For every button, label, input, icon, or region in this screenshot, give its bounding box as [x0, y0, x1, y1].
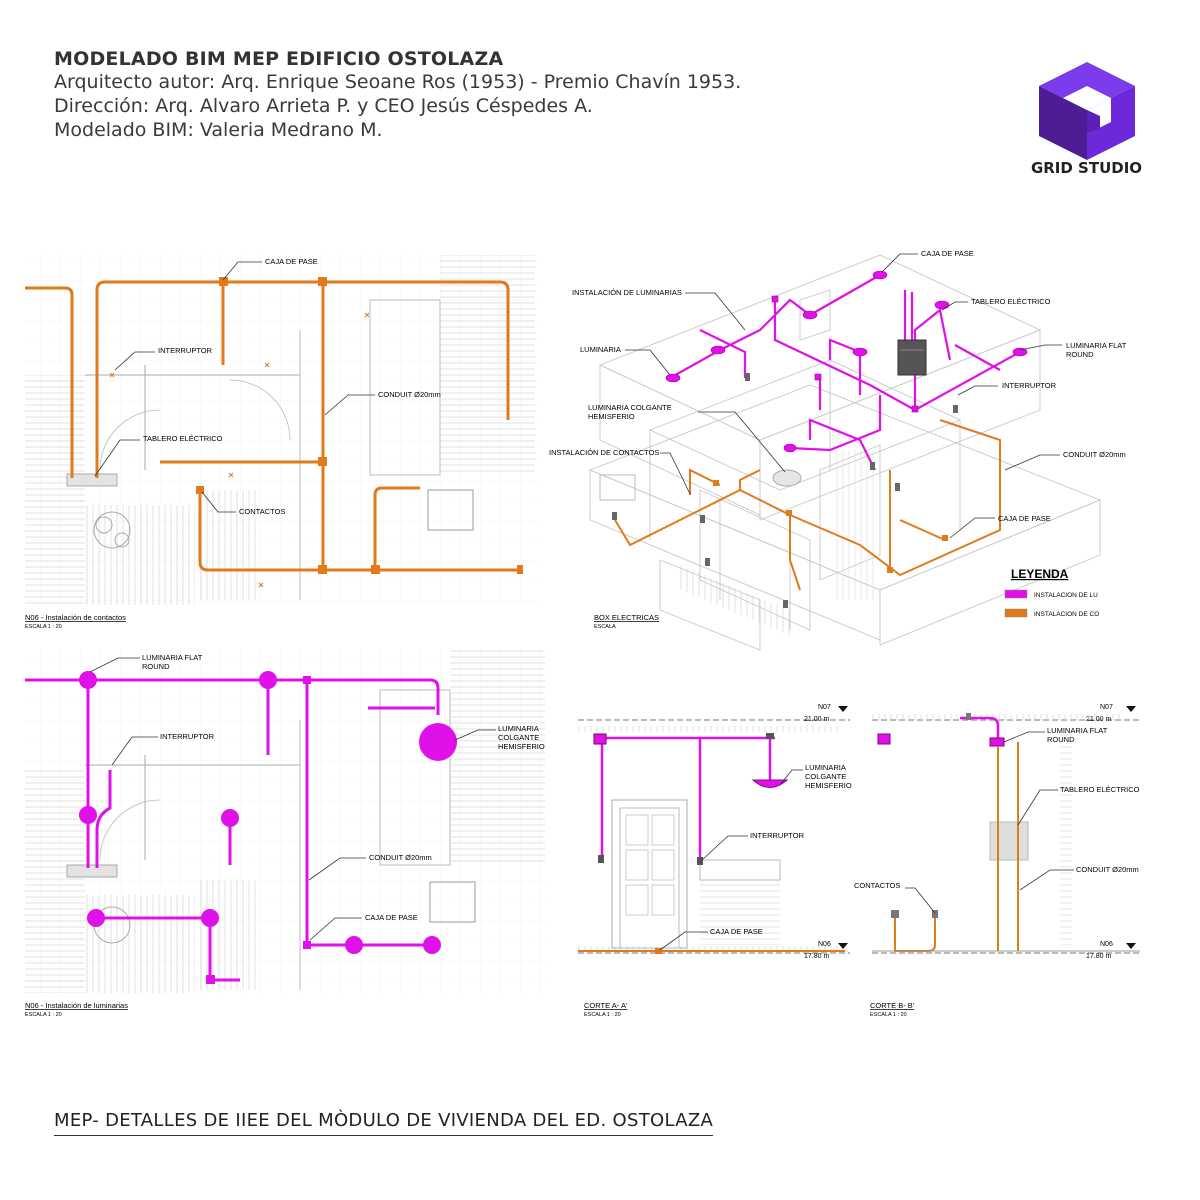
iso-label-flat-1: LUMINARIA FLAT — [1066, 341, 1127, 350]
iso-label-caja-top: CAJA DE PASE — [921, 249, 974, 258]
label-contactos: CONTACTOS — [239, 507, 285, 516]
corte-b-label-conduit: CONDUIT Ø20mm — [1076, 865, 1139, 874]
legend-item-lighting: INSTALACION DE LU — [1034, 592, 1098, 599]
corte-b-level-bot-value: 17.80 m — [1086, 953, 1111, 960]
iso-label-luminaria: LUMINARIA — [580, 345, 621, 354]
lum-label-caja: CAJA DE PASE — [365, 913, 418, 922]
modeling-line: Modelado BIM: Valeria Medrano M. — [54, 119, 383, 141]
label-tablero: TABLERO ELÉCTRICO — [143, 434, 223, 443]
label-conduit: CONDUIT Ø20mm — [378, 390, 441, 399]
corte-a-label-colgante-2: COLGANTE — [805, 772, 846, 781]
corte-a-level-top-value: 21.00 m — [804, 716, 829, 723]
iso-label-conduit: CONDUIT Ø20mm — [1063, 450, 1126, 459]
iso-label-colgante-1: LUMINARIA COLGANTE — [588, 403, 672, 412]
legend-item-contacts: INSTALACION DE CO — [1034, 611, 1099, 618]
corte-b-level-bot-name: N06 — [1100, 941, 1113, 948]
lum-label-colgante-1: LUMINARIA — [498, 724, 539, 733]
legend-swatch-contacts — [1004, 608, 1028, 618]
caption-corte-a: CORTE A- A' — [584, 1001, 628, 1010]
iso-label-flat-2: ROUND — [1066, 350, 1094, 359]
corte-b-label-flat-1: LUMINARIA FLAT — [1047, 726, 1108, 735]
scale-plan-contacts: ESCALA 1 : 20 — [25, 624, 62, 630]
panel-plan-luminarias: LUMINARIA FLAT ROUND INTERRUPTOR LUMINAR… — [25, 648, 545, 1018]
corte-a-label-colgante-1: LUMINARIA — [805, 763, 846, 772]
label-interruptor: INTERRUPTOR — [158, 346, 213, 355]
footer-title: MEP- DETALLES DE IIEE DEL MÒDULO DE VIVI… — [54, 1110, 714, 1136]
author-line: Arquitecto autor: Arq. Enrique Seoane Ro… — [54, 71, 742, 93]
corte-a-label-caja: CAJA DE PASE — [710, 927, 763, 936]
corte-b-level-top-name: N07 — [1100, 704, 1113, 711]
lum-label-conduit: CONDUIT Ø20mm — [369, 853, 432, 862]
corte-a-label-colgante-3: HEMISFERIO — [805, 781, 852, 790]
lum-label-colgante-2: COLGANTE — [498, 733, 539, 742]
iso-label-tablero: TABLERO ELÉCTRICO — [971, 297, 1051, 306]
scale-isometric: ESCALA — [594, 624, 616, 630]
iso-label-colgante-2: HEMISFERIO — [588, 412, 635, 421]
header: MODELADO BIM MEP EDIFICIO OSTOLAZA Arqui… — [54, 48, 741, 142]
panel-plan-contacts: CAJA DE PASE INTERRUPTOR CONDUIT Ø20mm T… — [25, 255, 540, 630]
corte-a-level-top-name: N07 — [818, 704, 831, 711]
scale-corte-a: ESCALA 1 : 20 — [584, 1012, 621, 1018]
grid-studio-logo-icon — [1039, 62, 1135, 160]
corte-a-level-bot-value: 17.80 m — [804, 953, 829, 960]
caption-isometric: BOX ELECTRICAS — [594, 613, 659, 622]
caption-plan-contacts: N06 - Instalación de contactos — [25, 613, 126, 622]
logo-text: GRID STUDIO — [1030, 159, 1143, 177]
iso-label-instalacion-contactos: INSTALACIÓN DE CONTACTOS — [549, 448, 659, 457]
caption-plan-luminarias: N06 - Instalación de luminarias — [25, 1001, 128, 1010]
corte-b-label-tablero: TABLERO ELÉCTRICO — [1060, 785, 1140, 794]
iso-label-caja-bottom: CAJA DE PASE — [998, 514, 1051, 523]
scale-plan-luminarias: ESCALA 1 : 20 — [25, 1012, 62, 1018]
corte-b-label-flat-2: ROUND — [1047, 735, 1075, 744]
caption-corte-b: CORTE B- B' — [870, 1001, 915, 1010]
corte-b-label-contactos: CONTACTOS — [854, 881, 900, 890]
panel-corte-b: N07 21.00 m N06 17.80 m LUMINARIA FLAT R… — [854, 704, 1140, 1018]
iso-label-instalacion-luminarias: INSTALACIÓN DE LUMINARIAS — [572, 288, 682, 297]
legend-title: LEYENDA — [1011, 567, 1069, 581]
iso-label-interruptor: INTERRUPTOR — [1002, 381, 1057, 390]
scale-corte-b: ESCALA 1 : 20 — [870, 1012, 907, 1018]
lum-label-colgante-3: HEMISFERIO — [498, 742, 545, 751]
panel-isometric: CAJA DE PASE INSTALACIÓN DE LUMINARIAS T… — [549, 249, 1127, 651]
corte-a-label-interruptor: INTERRUPTOR — [750, 831, 805, 840]
direction-line: Dirección: Arq. Alvaro Arrieta P. y CEO … — [54, 95, 593, 117]
legend: LEYENDA INSTALACION DE LU INSTALACION DE… — [1004, 567, 1099, 618]
label-caja-de-pase: CAJA DE PASE — [265, 257, 318, 266]
corte-a-level-bot-name: N06 — [818, 941, 831, 948]
panel-corte-a: N07 21.00 m N06 17.80 m — [578, 704, 852, 1018]
page-title: MODELADO BIM MEP EDIFICIO OSTOLAZA — [54, 48, 504, 70]
lum-label-interruptor: INTERRUPTOR — [160, 732, 215, 741]
legend-swatch-lighting — [1004, 589, 1028, 599]
lum-label-flat-2: ROUND — [142, 662, 170, 671]
lum-label-flat-1: LUMINARIA FLAT — [142, 653, 203, 662]
